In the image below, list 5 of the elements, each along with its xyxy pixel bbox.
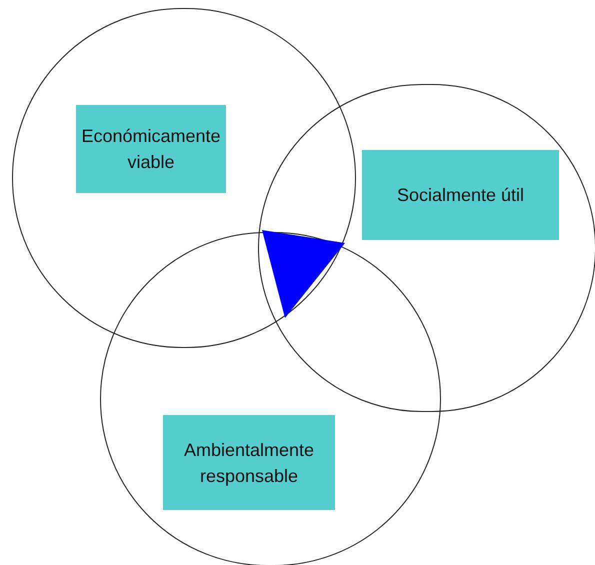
label-box: Económicamente viable — [76, 105, 226, 193]
circle-outline — [258, 84, 595, 412]
label-box: Socialmente útil — [362, 150, 559, 240]
center-triangle — [262, 230, 345, 318]
label-box: Ambientalmente responsable — [163, 415, 335, 510]
